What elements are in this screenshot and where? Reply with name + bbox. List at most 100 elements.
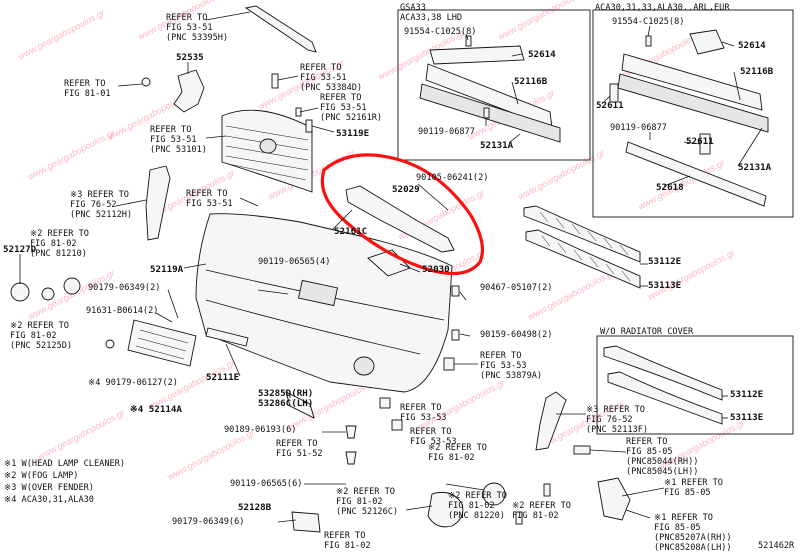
callout-line: (PNC 53384D) [300, 83, 362, 93]
callout-line: 52131A [480, 140, 514, 151]
callout-line: 52127D [3, 244, 37, 255]
callout-line: ※3 REFER TO [70, 190, 129, 200]
part-52125d-clip [105, 339, 115, 349]
watermark-text: www.geargabopoulos.gr [26, 127, 117, 182]
part-52114a-license-bracket [127, 319, 197, 367]
part-grille-53113e [525, 229, 641, 289]
callout-line: (PNC 52125D) [10, 341, 72, 351]
callout-line: ※1 REFER TO [654, 513, 713, 523]
callout-line: REFER TO [64, 79, 105, 89]
part-52535-bracket [173, 69, 205, 113]
callout-c54: 52614 [738, 40, 766, 51]
callout-c11: 52127D [3, 244, 37, 255]
callout-line: FIG 53-51 [186, 199, 233, 209]
figure-id: 521462R [758, 541, 795, 551]
callout-line: 52618 [656, 182, 684, 193]
callout-line: 52119A [150, 264, 184, 275]
highlight-ring-52029 [320, 153, 484, 276]
part-aca30-absorber-52614 [689, 29, 725, 55]
part-bumper-air-intake [297, 279, 339, 307]
part-53285d-bracket [285, 391, 315, 419]
legend-line: ※3 W(OVER FENDER) [4, 483, 94, 493]
callout-line: FIG 81-02 [324, 541, 371, 551]
callout-c06: 53119E [336, 128, 369, 139]
callout-line: 52128B [238, 502, 272, 513]
callout-c25: 90189-06193(6) [224, 425, 296, 435]
callout-line: FIG 53-53 [410, 437, 457, 447]
callout-line: 53285D(RH) [258, 388, 313, 399]
callout-c24: 53285D(RH)53286C(LH) [258, 388, 313, 409]
part-inset-grille-53113e [607, 371, 723, 425]
callout-line: REFER TO [626, 437, 667, 447]
part-fender-trim-52112h [145, 165, 171, 241]
part-grille-emblem [259, 138, 277, 154]
callout-line: 52611 [596, 100, 624, 111]
callout-line: REFER TO [400, 403, 441, 413]
part-clip-90467 [451, 285, 460, 297]
part-52127d-fog-bezel [10, 282, 30, 302]
callout-line: 53113E [730, 412, 763, 423]
part-52111e-lower-spoiler [205, 327, 249, 347]
callout-line: FIG 53-51 [150, 135, 197, 145]
callout-line: 90159-60498(2) [480, 330, 552, 340]
callout-line: FIG 85-05 [654, 523, 701, 533]
callout-line: 91554-C1025(8) [612, 17, 684, 27]
callout-c48: 91554-C1025(8) [404, 27, 476, 37]
callout-line: ※4 52114A [130, 404, 182, 415]
callout-line: FIG 53-51 [320, 103, 367, 113]
legend-line: ※4 ACA30,31,ALA30 [4, 495, 94, 505]
part-clip-90159 [451, 329, 460, 341]
part-aca30-reinforcement-52131a [617, 73, 769, 133]
watermark-text: www.geargabopoulos.gr [516, 147, 607, 202]
callout-line: FIG 53-51 [300, 73, 347, 83]
inset-gsa33-title: GSA33 [400, 3, 426, 13]
callout-line: REFER TO [324, 531, 365, 541]
part-gsa33-bolt-90119 [483, 107, 490, 119]
callout-line: 90119-06565(4) [258, 257, 330, 267]
callout-line: FIG 53-53 [400, 413, 447, 423]
part-clip-53879a [443, 357, 455, 371]
callout-line: REFER TO [186, 189, 227, 199]
callout-line: 52116B [514, 76, 548, 87]
callout-line: REFER TO [166, 13, 207, 23]
callout-line: FIG 76-52 [70, 200, 117, 210]
part-bolt-81-02 [543, 483, 551, 497]
callout-c15: 90105-06241(2) [416, 173, 488, 183]
callout-line: FIG 81-02 [10, 331, 57, 341]
callout-line: (PNC 53879A) [480, 371, 542, 381]
callout-line: (PNC85044(RH)) [626, 457, 698, 467]
callout-line: FIG 81-02 [512, 511, 559, 521]
part-inset-grille-53112e [603, 345, 723, 401]
watermark-text: www.geargabopoulos.gr [16, 7, 107, 62]
callout-c18: 90179-06349(2) [88, 283, 160, 293]
callout-c28: 52128B [238, 502, 272, 513]
callout-line: ※4 90179-06127(2) [88, 378, 178, 388]
callout-c02: 52535 [176, 52, 204, 63]
part-clip-51-52 [345, 451, 357, 465]
inset-box-radiator [596, 335, 794, 435]
callout-line: 53286C(LH) [258, 398, 313, 409]
callout-c52: 52131A [480, 140, 514, 151]
callout-line: ※2 REFER TO [336, 487, 395, 497]
callout-line: 90119-06565(6) [230, 479, 302, 489]
callout-c27: 90119-06565(6) [230, 479, 302, 489]
part-headlamp-cleaner-nozzle [573, 445, 591, 455]
callout-c14: 52029 [392, 184, 420, 195]
plate-ribs [135, 329, 189, 360]
callout-c42: 53112E [730, 389, 763, 400]
callout-line: (PNC 53395H) [166, 33, 228, 43]
callout-line: (PNC 52126C) [336, 507, 398, 517]
callout-line: 90119-06877 [418, 127, 475, 137]
part-clip-81-01 [141, 77, 151, 87]
